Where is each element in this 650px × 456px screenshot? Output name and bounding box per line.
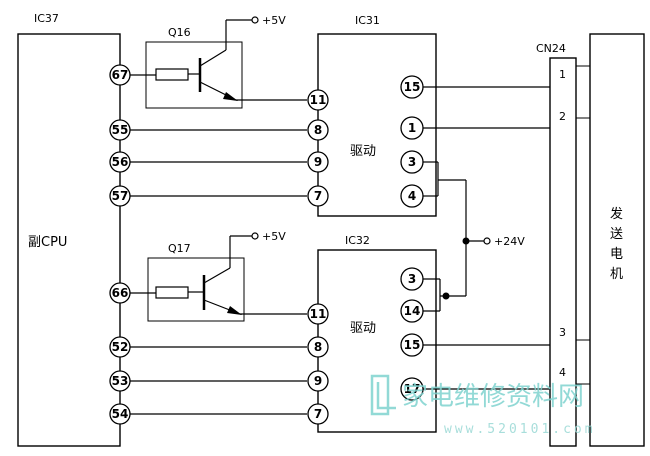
watermark-brand: 家电维修资料网	[402, 382, 584, 412]
ic31-pin-11: 11	[310, 93, 327, 107]
watermark: 家电维修资料网 www.520101.com	[370, 374, 596, 437]
cn24-pin-1: 1	[559, 68, 566, 81]
cn24-connector	[549, 57, 577, 447]
ic37-label: IC37	[34, 12, 59, 25]
ic37-pin-55: 55	[112, 123, 129, 137]
q17-resistor	[155, 286, 189, 299]
motor-label-2: 送	[610, 227, 623, 242]
ic31-label: IC31	[355, 14, 380, 27]
ic31-pin-4: 4	[408, 189, 416, 203]
ic32-pin-7: 7	[314, 407, 322, 421]
ic32-pin-9: 9	[314, 374, 322, 388]
cn24-label: CN24	[536, 42, 566, 55]
cn24-pin-4: 4	[559, 366, 566, 379]
ic37-pin-56: 56	[112, 155, 129, 169]
q17-label: Q17	[168, 242, 191, 255]
ic32-pin-3: 3	[408, 272, 416, 286]
ic31-pin-15: 15	[404, 80, 421, 94]
v24-terminal	[483, 237, 491, 245]
v24-label: +24V	[494, 235, 525, 248]
ic32-driver-label: 驱动	[350, 321, 376, 336]
motor-body	[589, 33, 645, 447]
watermark-url: www.520101.com	[444, 422, 596, 437]
ic37-pins: 67 55 56 57 66 52 53 54	[109, 64, 131, 425]
cn24-pin-2: 2	[559, 110, 566, 123]
motor-label-3: 电	[610, 247, 623, 262]
ic31-left-pins: 11 8 9 7	[307, 89, 329, 207]
watermark-logo-icon	[370, 374, 396, 416]
q16-vcc-label: +5V	[262, 14, 286, 27]
q17-vcc-label: +5V	[262, 230, 286, 243]
ic32-left-pins: 11 8 9 7	[307, 303, 329, 425]
ic31-driver-label: 驱动	[350, 144, 376, 159]
motor-label-1: 发	[610, 206, 623, 222]
ic32-pin-17: 17	[404, 382, 421, 396]
ic37-body	[17, 33, 121, 447]
q17-emitter-arrow	[227, 306, 242, 315]
ic32-label: IC32	[345, 234, 370, 247]
ic37-pin-52: 52	[112, 340, 129, 354]
q16-resistor	[155, 68, 189, 81]
ic32-pin-15: 15	[404, 338, 421, 352]
ic31-pin-8: 8	[314, 123, 322, 137]
ic37-pin-54: 54	[112, 407, 129, 421]
ic32-pin-14: 14	[404, 304, 421, 318]
q17-box	[147, 257, 245, 322]
ic37-pin-53: 53	[112, 374, 129, 388]
q17-vcc-terminal	[251, 232, 259, 240]
ic32-pin-11: 11	[310, 307, 327, 321]
ic31-pin-9: 9	[314, 155, 322, 169]
q16-label: Q16	[168, 26, 191, 39]
ic32-bus-junction	[442, 292, 450, 300]
ic32-right-pins: 3 14 15 17	[400, 267, 424, 401]
q16-vcc-terminal	[251, 16, 259, 24]
ic31-pin-1: 1	[408, 121, 416, 135]
ic37-pin-67: 67	[112, 68, 129, 82]
ic31-right-pins: 15 1 3 4	[400, 75, 424, 208]
ic37-pin-57: 57	[112, 189, 129, 203]
ic31-pin-3: 3	[408, 155, 416, 169]
ic37-pin-66: 66	[112, 286, 129, 300]
sub-cpu-label: 副CPU	[28, 235, 67, 250]
ic31-pin-7: 7	[314, 189, 322, 203]
motor-label-4: 机	[610, 267, 623, 282]
ic32-pin-8: 8	[314, 340, 322, 354]
q16-emitter-arrow	[223, 92, 238, 101]
cn24-pin-3: 3	[559, 326, 566, 339]
